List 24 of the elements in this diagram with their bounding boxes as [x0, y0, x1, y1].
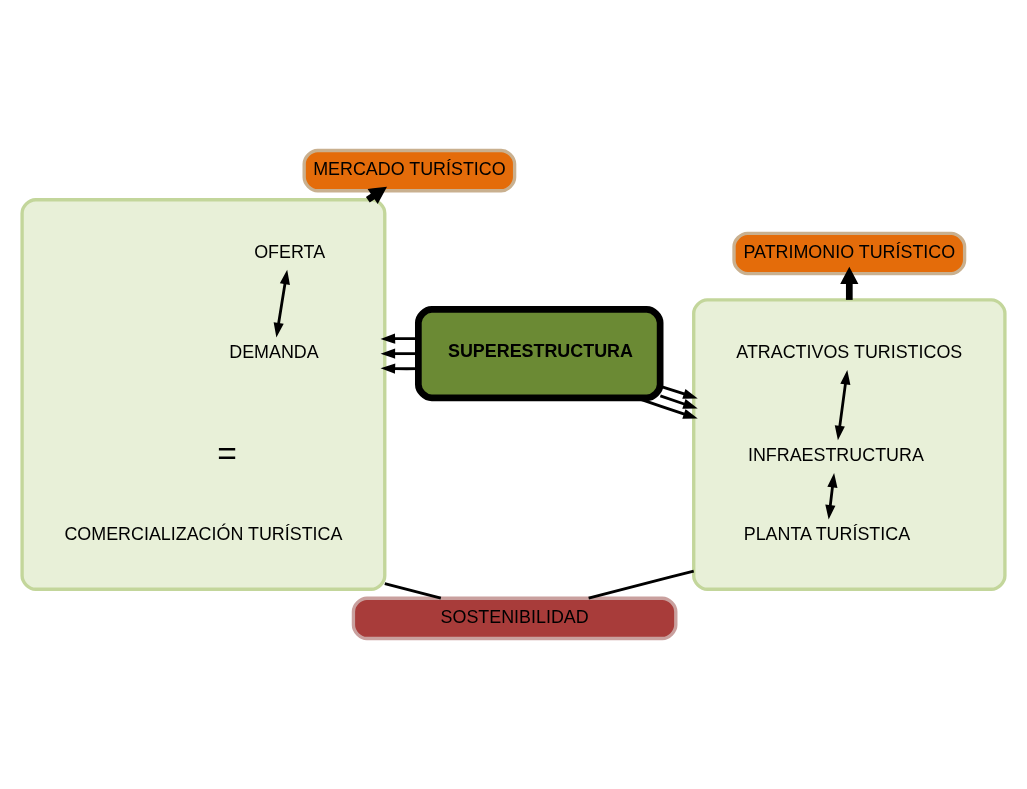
connector: [588, 569, 695, 600]
arrow: [659, 394, 698, 409]
node-box: SOSTENIBILIDAD: [351, 596, 678, 641]
arrow: [834, 369, 851, 441]
node-text: COMERCIALIZACIÓN TURÍSTICA: [64, 523, 343, 544]
arrow: [380, 363, 418, 374]
label: =: [217, 435, 237, 473]
arrow: [380, 333, 418, 344]
arrow: [840, 266, 859, 300]
connector: [384, 582, 442, 600]
node-text: PLANTA TURÍSTICA: [743, 523, 911, 544]
arrow: [380, 348, 418, 359]
node-box: SUPERESTRUCTURA: [415, 306, 664, 402]
arrow: [825, 472, 838, 520]
node-text: OFERTA: [254, 241, 326, 262]
arrow: [660, 385, 698, 399]
node-text: ATRACTIVOS TURISTICOS: [736, 341, 963, 362]
node-box: PATRIMONIO TURÍSTICO: [732, 231, 967, 276]
node-text: INFRAESTRUCTURA: [747, 444, 924, 465]
node-box: MERCADO TURÍSTICO: [302, 148, 517, 193]
cluster: [692, 298, 1007, 591]
arrow: [273, 269, 290, 338]
node-text: DEMANDA: [229, 341, 319, 362]
cluster: [20, 198, 387, 591]
